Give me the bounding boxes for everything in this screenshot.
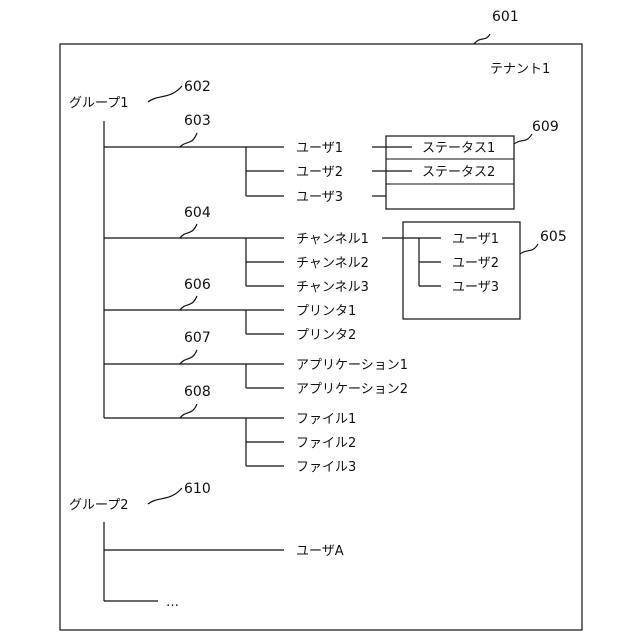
ref-606: 606	[184, 277, 211, 293]
group2-label: グループ2	[69, 498, 129, 513]
group1-label: グループ1	[69, 96, 129, 111]
ref-604: 604	[184, 205, 211, 221]
leader-601	[474, 34, 490, 44]
leader-603	[180, 133, 197, 147]
application-1: アプリケーション1	[296, 358, 408, 373]
status-2: ステータス2	[422, 165, 495, 180]
member-3: ユーザ3	[452, 280, 499, 295]
ref-610: 610	[184, 481, 211, 497]
user-1: ユーザ1	[296, 141, 343, 156]
tenant-label: テナント1	[490, 62, 550, 77]
leader-608	[180, 404, 197, 418]
leader-609	[514, 134, 532, 144]
channel-2: チャンネル2	[296, 256, 369, 271]
file-3: ファイル3	[296, 460, 356, 475]
leader-606	[180, 296, 197, 310]
leader-607	[180, 350, 197, 364]
ref-609: 609	[532, 119, 559, 135]
ref-603: 603	[184, 113, 211, 129]
ref-602: 602	[184, 79, 211, 95]
leader-605	[520, 244, 538, 254]
member-2: ユーザ2	[452, 256, 499, 271]
leader-604	[180, 224, 197, 238]
user-2: ユーザ2	[296, 165, 343, 180]
printer-2: プリンタ2	[296, 328, 356, 343]
leader-602	[148, 86, 182, 102]
ref-608: 608	[184, 384, 211, 400]
user-3: ユーザ3	[296, 190, 343, 205]
ref-607: 607	[184, 330, 211, 346]
channel-3: チャンネル3	[296, 280, 369, 295]
ref-601: 601	[492, 9, 519, 25]
file-1: ファイル1	[296, 412, 356, 427]
status-1: ステータス1	[422, 141, 495, 156]
application-2: アプリケーション2	[296, 382, 408, 397]
channel-1: チャンネル1	[296, 232, 369, 247]
printer-1: プリンタ1	[296, 304, 356, 319]
group2-user-a: ユーザA	[296, 544, 344, 559]
group2-more: …	[166, 595, 179, 610]
file-2: ファイル2	[296, 436, 356, 451]
leader-610	[148, 488, 182, 504]
member-1: ユーザ1	[452, 232, 499, 247]
ref-605: 605	[540, 229, 567, 245]
